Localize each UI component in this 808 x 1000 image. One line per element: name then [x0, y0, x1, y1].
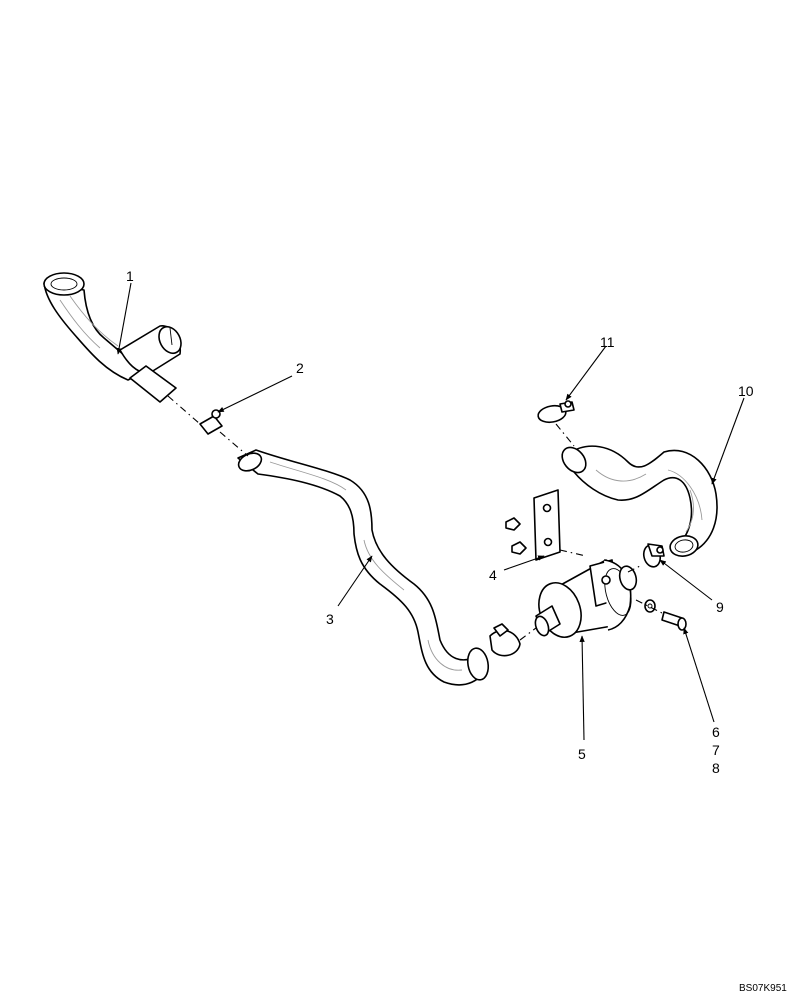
pre-cleaner-canister — [489, 559, 638, 657]
alignment-line-upper — [167, 395, 249, 457]
leader-line-5 — [579, 635, 585, 741]
alignment-line-top — [555, 423, 575, 447]
hose-clamp-top — [537, 400, 575, 424]
callout-9: 9 — [716, 599, 724, 615]
leader-line-6 — [683, 627, 715, 723]
elbow-hose — [43, 272, 182, 403]
callout-5: 5 — [578, 746, 586, 762]
callout-1: 1 — [126, 268, 134, 284]
leader-line-3 — [337, 555, 373, 607]
drawing-code: BS07K951 — [739, 983, 787, 994]
leader-line-9 — [659, 559, 713, 601]
callout-6: 6 — [712, 724, 720, 740]
callout-3: 3 — [326, 611, 334, 627]
leader-line-11 — [565, 345, 607, 401]
t-clamp — [199, 409, 223, 435]
leader-line-4 — [503, 555, 545, 571]
callout-4: 4 — [489, 567, 497, 583]
long-hose — [237, 449, 490, 686]
callout-2: 2 — [296, 360, 304, 376]
alignment-line-bolt — [635, 599, 665, 615]
callout-8: 8 — [712, 760, 720, 776]
washer — [644, 599, 656, 613]
callout-7: 7 — [712, 742, 720, 758]
bolt — [661, 611, 687, 631]
outlet-hose — [561, 445, 718, 557]
callout-11: 11 — [600, 334, 615, 350]
callout-10: 10 — [738, 383, 754, 399]
hose-clamp — [642, 543, 665, 568]
alignment-line-canister — [519, 549, 641, 641]
leader-line-2 — [217, 375, 293, 413]
leader-line-1 — [116, 282, 132, 355]
leader-line-10 — [711, 397, 745, 485]
mounting-bracket — [505, 489, 561, 561]
